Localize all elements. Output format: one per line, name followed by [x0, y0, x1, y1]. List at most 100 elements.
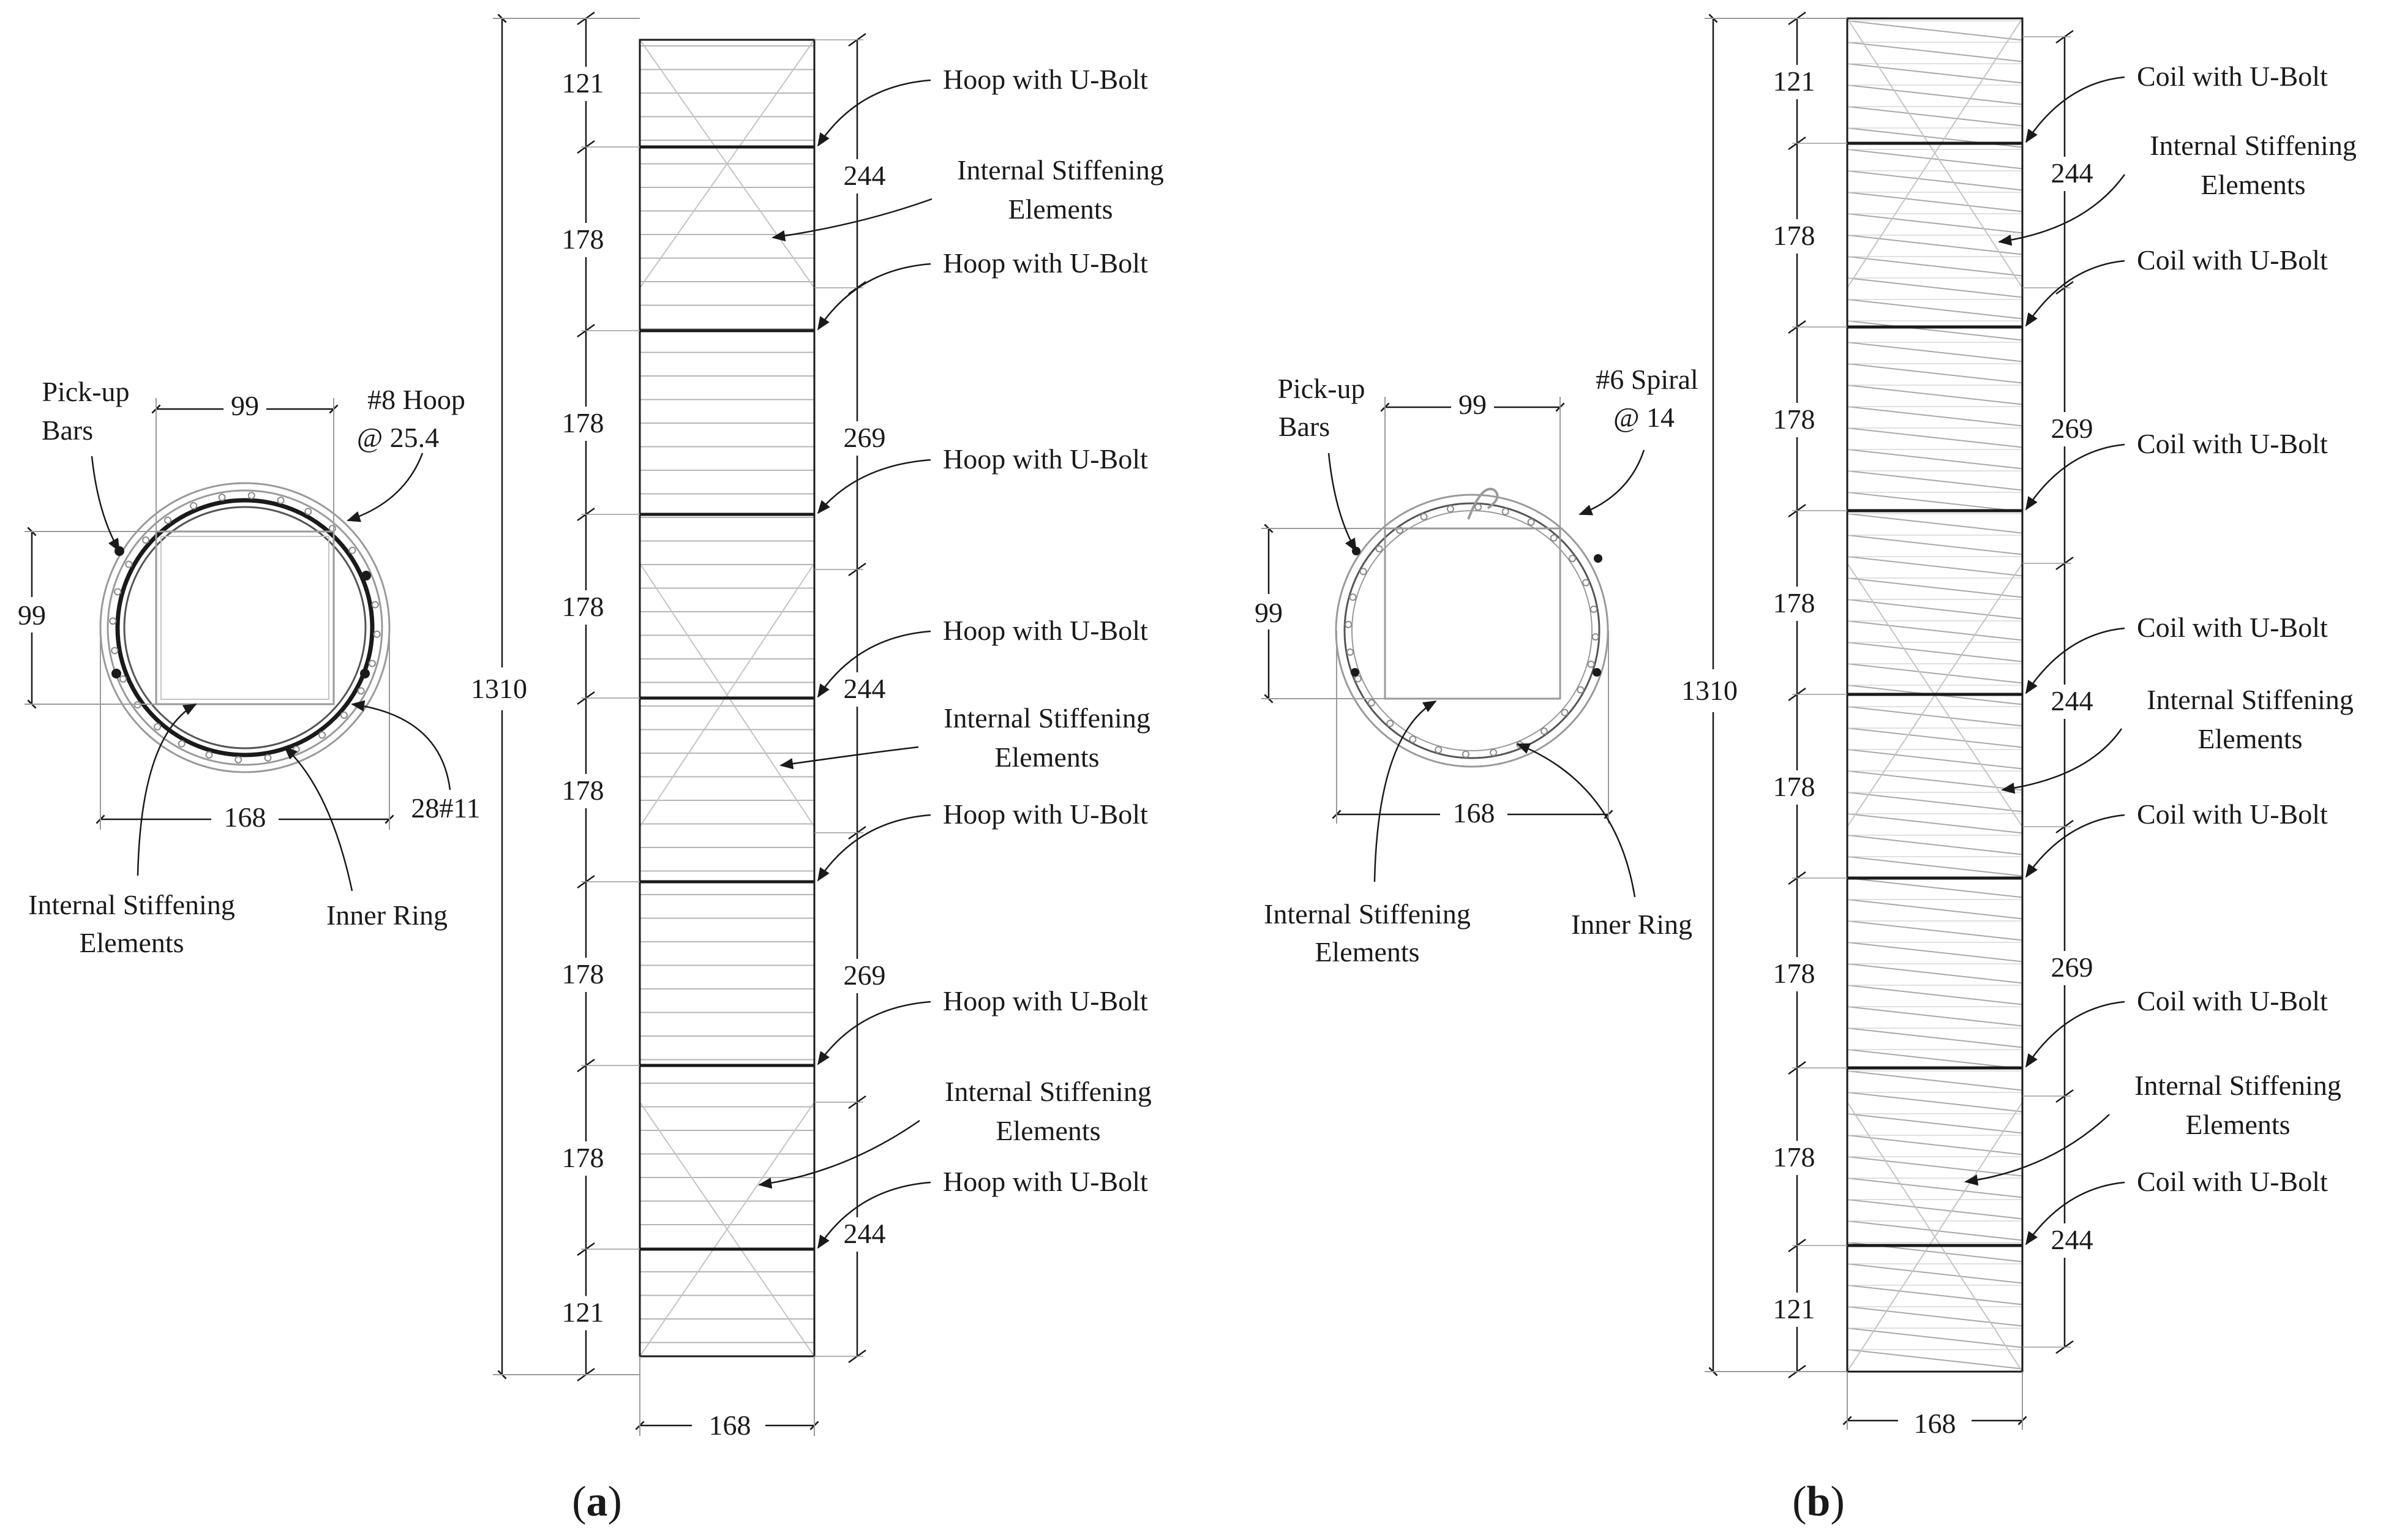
- stiffening-label-2: Elements: [996, 1115, 1100, 1146]
- longitudinal-bar: [1462, 750, 1469, 758]
- spiral-line: [1847, 727, 2023, 748]
- longitudinal-bar: [1591, 633, 1599, 641]
- spiral-line: [1847, 192, 2023, 212]
- connection-leader: [817, 79, 931, 147]
- left-dim-label: 178: [1773, 771, 1815, 802]
- pickup-bar: [1594, 554, 1602, 563]
- connection-leader: [817, 630, 931, 698]
- label-mask: [835, 421, 896, 456]
- label-mask: [1765, 1141, 1829, 1175]
- panel-a-elevation: 121178178178178178178121244269244269244 …: [456, 11, 1164, 1442]
- spiral-line: [1847, 856, 2023, 877]
- inner-ring: [123, 506, 367, 749]
- longitudinal-bar: [1359, 568, 1367, 576]
- longitudinal-bar: [1589, 605, 1597, 613]
- left-dim-label: 178: [1773, 587, 1815, 618]
- longitudinal-bar: [1345, 620, 1353, 628]
- longitudinal-bar: [1420, 513, 1428, 520]
- spiral-line: [1847, 877, 2023, 898]
- label-mask: [2043, 685, 2104, 719]
- longitudinal-bar: [1582, 579, 1590, 587]
- u-bolt-coils: [1847, 141, 2022, 1247]
- left-dim-label: 178: [1773, 958, 1815, 989]
- left-dim-label: 121: [1773, 1293, 1815, 1324]
- longitudinal-bar: [1569, 555, 1577, 563]
- total-height-label: 1310: [471, 673, 527, 704]
- inner-ring-label: Inner Ring: [1571, 909, 1692, 940]
- longitudinal-bar: [1386, 719, 1394, 727]
- spiral-line: [1847, 513, 2023, 534]
- longitudinal-bar: [154, 723, 162, 731]
- spiral-line: [1847, 1027, 2023, 1048]
- spiral-line: [1847, 1113, 2023, 1134]
- hoop-label-1: #8 Hoop: [367, 384, 465, 415]
- spiral-line: [1847, 1135, 2023, 1155]
- dim-top-label: 99: [231, 390, 259, 421]
- label-mask: [9, 597, 58, 633]
- right-dim-label: 269: [2051, 413, 2093, 444]
- stiffening-diagonal: [1847, 18, 2023, 288]
- pickup-bar: [361, 571, 371, 580]
- longitudinal-bar: [111, 647, 119, 655]
- pickup-leader: [1327, 453, 1357, 552]
- label-mask: [554, 958, 618, 992]
- stiffening-label-1: Internal Stiffening: [2134, 1070, 2341, 1101]
- longitudinal-bar: [163, 516, 171, 524]
- longitudinal-bar: [318, 731, 326, 739]
- hoop-label-2: @ 25.4: [357, 422, 439, 453]
- label-mask: [1765, 65, 1829, 99]
- longitudinal-bar: [264, 754, 272, 762]
- right-dim-label: 244: [2051, 1224, 2093, 1255]
- spiral-line: [1847, 470, 2023, 491]
- spiral-line: [1847, 663, 2023, 684]
- connection-leader: [817, 263, 931, 331]
- longitudinal-bar: [1367, 699, 1375, 707]
- spiral-line: [1847, 770, 2023, 791]
- longitudinal-bar: [247, 492, 255, 500]
- label-mask: [554, 407, 618, 441]
- spiral-line: [1847, 1156, 2023, 1177]
- label-mask: [1765, 587, 1829, 621]
- dim-bottom-label: 168: [1453, 797, 1495, 828]
- longitudinal-bar: [1577, 686, 1585, 694]
- spiral-line: [1847, 577, 2023, 598]
- spiral-line: [1847, 942, 2023, 963]
- longitudinal-bar: [125, 560, 133, 568]
- stiffening-leader: [758, 1119, 920, 1189]
- left-dim-label: 178: [562, 775, 604, 806]
- spiral-line: [1847, 620, 2023, 641]
- connection-leader: [2025, 260, 2125, 327]
- spiral-line: [1847, 63, 2023, 84]
- internal-stiffening-square-inner: [160, 536, 329, 700]
- stiffening-diagonal: [639, 39, 815, 288]
- internal-stiffening-square: [155, 530, 335, 705]
- spiral-line: [1847, 792, 2023, 813]
- stiffening-label-1: Internal Stiffening: [2150, 130, 2357, 161]
- connection-label: Hoop with U-Bolt: [943, 798, 1148, 830]
- label-mask: [1245, 594, 1294, 629]
- spiral-line: [1847, 1263, 2023, 1284]
- stiffening-leader: [1373, 700, 1437, 882]
- label-mask: [835, 1217, 896, 1252]
- spiral-line: [1847, 427, 2023, 448]
- hoop-leader: [347, 453, 424, 522]
- spiral-line: [1847, 277, 2023, 298]
- label-mask: [554, 774, 618, 808]
- longitudinal-bar: [371, 601, 379, 609]
- longitudinal-bar: [235, 756, 242, 764]
- connection-label: Hoop with U-Bolt: [943, 1166, 1148, 1197]
- label-mask: [2043, 1223, 2104, 1258]
- longitudinal-bar: [1501, 508, 1509, 516]
- label-mask: [1765, 1293, 1829, 1327]
- label-mask: [2043, 157, 2104, 191]
- stiffening-label-1: Internal Stiffening: [2147, 684, 2354, 715]
- label-mask: [1765, 219, 1829, 254]
- spiral-line: [1847, 492, 2023, 513]
- spiral-line: [1847, 20, 2023, 41]
- spiral-line: [1847, 85, 2023, 105]
- inner-ring-leader: [1516, 743, 1636, 898]
- label-mask: [835, 672, 896, 707]
- label-mask: [1765, 770, 1829, 805]
- spiral-line: [1847, 920, 2023, 941]
